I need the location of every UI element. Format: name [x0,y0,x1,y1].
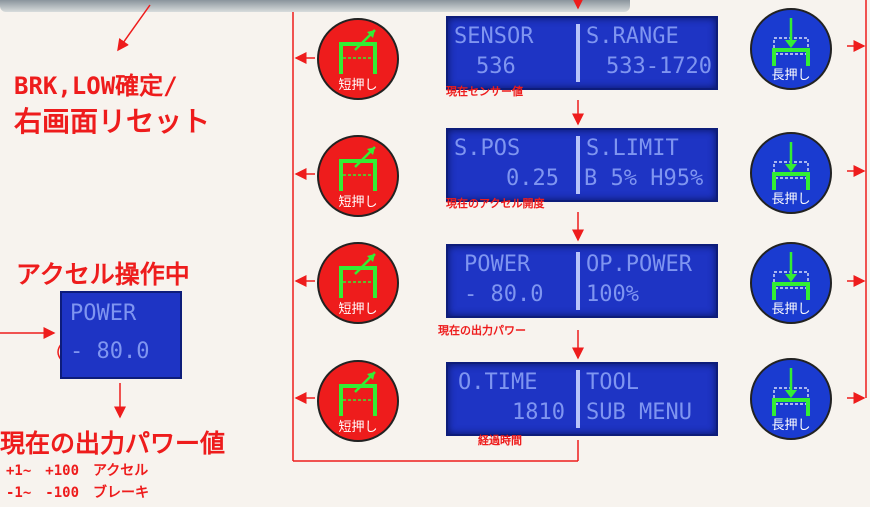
lcd-right-label: TOOL [586,370,639,395]
caption-sensor: 現在センサー値 [446,85,523,98]
lcd-right-label: S.LIMIT [586,136,679,161]
small-display-value: - 80.0 [70,339,150,364]
press-switch-icon [339,29,377,74]
lcd-left-label: S.POS [454,136,521,161]
press-switch-icon [339,146,377,191]
lcd-left-value: 0.25 [506,166,559,191]
legend-accel: +1~ +100 アクセル [6,463,149,479]
legend-brake: -1~ -100 ブレーキ [6,485,150,501]
lcd-right-value: B 5% H95% [584,166,704,191]
lcd-separator [576,24,580,82]
lcd-screen-position: S.POS S.LIMIT 0.25 B 5% H95% [446,128,718,202]
short-press-button-time[interactable]: 短押し [317,360,399,442]
lcd-right-label: OP.POWER [586,252,692,277]
long-press-button-sensor[interactable]: 長押し [750,8,832,90]
lcd-screen-time: O.TIME TOOL 1810 SUB MENU [446,362,718,436]
hold-switch-icon [772,252,810,300]
lcd-separator [576,136,580,194]
device-top-bar [0,0,630,12]
lcd-screen-power: POWER OP.POWER - 80.0 100% [446,244,718,318]
short-press-button-power[interactable]: 短押し [317,242,399,324]
lcd-right-value: 100% [586,282,639,307]
lcd-left-value: 1810 [512,400,565,425]
press-switch-icon [339,371,377,416]
hold-switch-icon [772,368,810,416]
short-press-label: 短押し [338,195,378,210]
long-press-label: 長押し [771,192,811,207]
lcd-left-value: 536 [476,54,516,79]
lcd-right-value: SUB MENU [586,400,692,425]
caption-elapsed-time: 経過時間 [478,434,522,447]
caption-output-power: 現在の出力パワー [438,324,526,337]
hold-switch-icon [772,142,810,190]
short-press-button-sensor[interactable]: 短押し [317,18,399,100]
confirm-note-line1: BRK,LOW確定/ [14,72,178,100]
long-press-button-time[interactable]: 長押し [750,358,832,440]
confirm-note-line2: 右画面リセット [14,105,211,138]
lcd-separator [576,252,580,310]
lcd-right-value: 533-1720 [606,54,712,79]
hold-switch-icon [772,18,810,66]
long-press-button-power[interactable]: 長押し [750,242,832,324]
accel-heading: アクセル操作中 [16,260,190,289]
short-press-label: 短押し [338,302,378,317]
power-value-heading: 現在の出力パワー値 [0,429,226,458]
short-press-label: 短押し [338,78,378,93]
lcd-left-label: SENSOR [454,24,534,49]
short-press-button-position[interactable]: 短押し [317,135,399,217]
lcd-left-label: O.TIME [458,370,538,395]
long-press-label: 長押し [771,418,811,433]
lcd-right-label: S.RANGE [586,24,679,49]
long-press-button-position[interactable]: 長押し [750,132,832,214]
caption-accel-position: 現在のアクセル開度 [446,197,545,210]
small-display-label: POWER [70,301,137,326]
lcd-screen-sensor: SENSOR S.RANGE 536 533-1720 [446,16,718,90]
lcd-left-label: POWER [464,252,531,277]
short-press-label: 短押し [338,420,378,435]
long-press-label: 長押し [771,302,811,317]
long-press-label: 長押し [771,68,811,83]
lcd-left-value: - 80.0 [464,282,544,307]
lcd-separator [576,370,580,428]
press-switch-icon [339,253,377,298]
small-power-display: POWER - 80.0 [60,291,182,379]
